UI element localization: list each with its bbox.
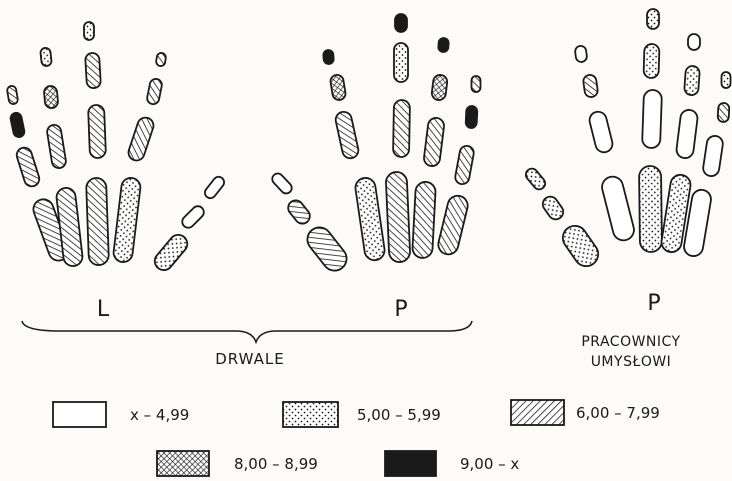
middle-hand-index-middle-bone	[330, 74, 347, 101]
left-hand-ring-proximal-bone	[46, 124, 67, 169]
hand-label-right: P	[647, 291, 660, 316]
middle-hand-thumb-metacarpal-bone	[303, 223, 352, 276]
right-hand-thumb-proximal-bone	[540, 194, 566, 223]
legend-label-2: 5,00 – 5,99	[357, 406, 441, 424]
middle-hand-index-metacarpal-bone	[354, 177, 386, 262]
middle-hand-little-metacarpal-bone	[436, 194, 469, 257]
middle-hand-little-distal-bone	[472, 76, 481, 92]
right-hand-little-proximal-bone	[702, 135, 724, 177]
right-hand-middle-middle-bone	[643, 44, 659, 78]
middle-hand-index-proximal-bone	[334, 110, 360, 159]
right-hand-little-distal-bone	[722, 72, 731, 88]
right-hand-index-metacarpal-bone	[600, 174, 636, 242]
left-hand-little-middle-bone	[10, 112, 26, 138]
right-hand-thumb-metacarpal-bone	[558, 221, 603, 271]
legend-swatch-dots	[283, 402, 338, 427]
left-hand-thumb-distal-bone	[203, 175, 227, 201]
middle-hand-ring-middle-bone	[431, 74, 448, 101]
left-hand-thumb-proximal-bone	[180, 204, 207, 231]
left-hand-index-middle-bone	[146, 78, 163, 105]
left-hand-middle-metacarpal-bone	[86, 178, 109, 266]
right-hand-index-middle-bone	[583, 74, 599, 98]
middle-hand-little-proximal-bone	[454, 145, 475, 185]
left-hand-ring-middle-bone	[44, 85, 59, 108]
group-label-office-workers-line2: UMYSŁOWI	[591, 354, 672, 370]
middle-hand-ring-metacarpal-bone	[412, 181, 436, 258]
right-hand-middle-metacarpal-bone	[639, 166, 662, 252]
middle-hand-middle-middle-bone	[394, 43, 408, 82]
left-hand-index-metacarpal-bone	[113, 177, 142, 263]
group-label-office-workers-line1: PRACOWNICY	[581, 334, 680, 350]
left-hand-middle-middle-bone	[85, 53, 101, 89]
middle-hand-little-middle-bone	[466, 106, 478, 128]
left-hand-middle-distal-bone	[84, 22, 94, 40]
left-hand-ring-distal-bone	[40, 47, 52, 66]
group-label-woodcutters: DRWALE	[215, 350, 284, 368]
middle-hand-middle-distal-bone	[395, 14, 407, 32]
left-hand-index-distal-bone	[156, 52, 167, 66]
middle-hand-thumb-proximal-bone	[285, 197, 313, 226]
left-hand-index-proximal-bone	[126, 116, 155, 163]
right-hand-little-middle-bone	[718, 103, 730, 123]
legend-swatch-hatch	[511, 400, 564, 425]
legend-label-4: 8,00 – 8,99	[234, 455, 318, 473]
legend-label-3: 6,00 – 7,99	[576, 404, 660, 422]
left-hand-little-distal-bone	[7, 85, 19, 104]
left-hand-thumb-metacarpal-bone	[151, 231, 191, 274]
hand-label-left: L	[97, 297, 110, 322]
legend-label-5: 9,00 – x	[460, 455, 519, 473]
right-hand-middle-distal-bone	[647, 9, 659, 29]
right-hand-index-proximal-bone	[588, 110, 614, 154]
left-hand-little-proximal-bone	[15, 146, 41, 188]
middle-hand-thumb-distal-bone	[270, 171, 294, 196]
middle-hand-ring-distal-bone	[438, 38, 449, 53]
right-hand-index-distal-bone	[575, 45, 588, 62]
middle-hand-index-distal-bone	[323, 50, 334, 65]
hand-label-middle: P	[394, 297, 407, 322]
right-hand-ring-distal-bone	[688, 34, 700, 50]
left-hand-middle-proximal-bone	[88, 105, 106, 159]
middle-hand-middle-proximal-bone	[393, 100, 410, 157]
legend-swatch-empty	[53, 402, 106, 427]
right-hand-ring-proximal-bone	[676, 109, 699, 159]
group-brace	[22, 321, 472, 342]
middle-hand-ring-proximal-bone	[423, 117, 445, 167]
legend-swatch-solid	[385, 451, 436, 476]
legend: x – 4,99 5,00 – 5,99 6,00 – 7,99 8,00 – …	[53, 400, 660, 476]
right-hand-ring-middle-bone	[684, 66, 700, 96]
legend-label-1: x – 4,99	[130, 406, 189, 424]
middle-hand-middle-metacarpal-bone	[386, 172, 411, 263]
legend-swatch-crosshatch	[157, 451, 209, 476]
right-hand-middle-proximal-bone	[642, 90, 662, 149]
right-hand-thumb-distal-bone	[523, 166, 547, 192]
